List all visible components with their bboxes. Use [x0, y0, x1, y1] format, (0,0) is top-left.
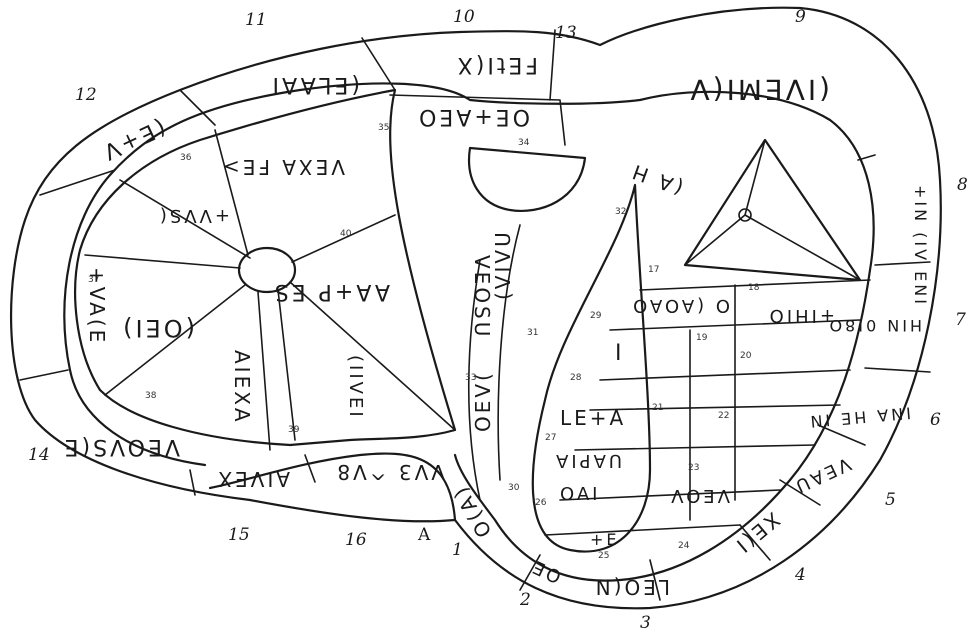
- inscription-band-16: VV3 ^V8: [334, 460, 445, 484]
- label-4: 4: [794, 565, 806, 585]
- inscription-field-35: OE+AEO: [416, 104, 530, 129]
- label-25: 25: [598, 551, 609, 561]
- label-22: 22: [718, 411, 729, 421]
- label-17: 17: [648, 265, 659, 275]
- label-13: 13: [555, 23, 577, 43]
- inscription-field-40: AA+P ES: [272, 279, 390, 304]
- grid-line: [600, 370, 850, 380]
- inscription-band-14: VEOVS(E: [62, 434, 180, 459]
- label-29: 29: [590, 311, 602, 321]
- label-40: 40: [340, 229, 352, 239]
- spoke: [215, 130, 248, 255]
- label-30: 30: [508, 483, 520, 493]
- label-14: 14: [28, 445, 50, 465]
- label-8: 8: [957, 175, 968, 195]
- inscription-band-15: AIVEX: [215, 467, 290, 491]
- label-39: 39: [288, 425, 300, 435]
- label-35: 35: [378, 123, 389, 133]
- inscription-row-25: +E: [590, 530, 620, 549]
- divider: [20, 370, 68, 380]
- label-2: 2: [519, 590, 531, 610]
- label-20: 20: [740, 351, 752, 361]
- label-21: 21: [652, 403, 663, 413]
- label-19: 19: [696, 333, 708, 343]
- divider: [362, 38, 395, 90]
- inscription-field-36: VEXA FE>: [220, 155, 345, 179]
- bowl-shape: [469, 148, 585, 211]
- inscription-band-13: +VA(E: [85, 267, 109, 345]
- inscription-row-26: OAI: [560, 484, 600, 505]
- label-11: 11: [245, 10, 267, 30]
- label-9: 9: [795, 7, 806, 27]
- inscription-band-9: (IVEMI(V: [687, 73, 830, 106]
- inscription-row-23: VEOV: [668, 485, 730, 506]
- grid-line: [545, 525, 740, 535]
- label-1: 1: [452, 540, 463, 560]
- triangle-inner: [685, 140, 860, 280]
- label-10: 10: [453, 7, 475, 27]
- label-27: 27: [545, 433, 556, 443]
- inscription-field-38: AIEXA: [230, 350, 254, 425]
- label-18: 18: [748, 283, 760, 293]
- label-32: 32: [615, 207, 626, 217]
- inscription-field-37: (OEI): [120, 314, 195, 342]
- grid-line: [575, 445, 815, 450]
- inscription-band-5: VEAU: [790, 453, 854, 498]
- triangle: [685, 140, 860, 280]
- label-24: 24: [678, 541, 690, 551]
- inscription-row-21: LE+A: [560, 406, 626, 430]
- spoke: [278, 290, 295, 440]
- label-28: 28: [570, 373, 582, 383]
- label-34: 34: [518, 138, 530, 148]
- label-5: 5: [885, 490, 896, 510]
- label-36: 36: [180, 153, 192, 163]
- inscription-band-3: LEO(N: [593, 575, 670, 599]
- inscription-row-24: O (AOAO: [630, 295, 730, 316]
- label-38: 38: [145, 391, 157, 401]
- label-16: 16: [345, 530, 367, 550]
- label-12: 12: [75, 85, 97, 105]
- label-26: 26: [535, 498, 547, 508]
- label-6: 6: [930, 410, 941, 430]
- label-23: 23: [688, 463, 699, 473]
- inscription-column-30: OEV(: [471, 370, 495, 432]
- divider: [865, 368, 930, 372]
- inscription-band-10: FEtI(X: [455, 52, 538, 77]
- inscription-field-26v: +VVS(: [157, 205, 230, 226]
- label-15: 15: [228, 525, 250, 545]
- label-31: 31: [527, 328, 538, 338]
- inscription-band-8: +IN (IV ENI: [911, 185, 930, 307]
- inscription-row-27: UAPIA: [553, 450, 622, 471]
- inscription-row-18: +IHIO: [767, 305, 835, 326]
- divider: [305, 455, 315, 482]
- label-7: 7: [955, 310, 966, 330]
- inscription-band-11: (ELAAI: [270, 72, 360, 97]
- inscription-band-7: HIN 0I8O: [827, 316, 922, 335]
- label-A: A: [417, 525, 431, 545]
- inscription-field-39: (IIVEI: [345, 355, 366, 420]
- label-3: 3: [640, 613, 651, 632]
- spoke: [258, 292, 270, 450]
- inscription-column-31: (VIVU: [491, 229, 515, 300]
- inscription-row-22: I: [615, 341, 625, 366]
- grid-line: [590, 405, 840, 410]
